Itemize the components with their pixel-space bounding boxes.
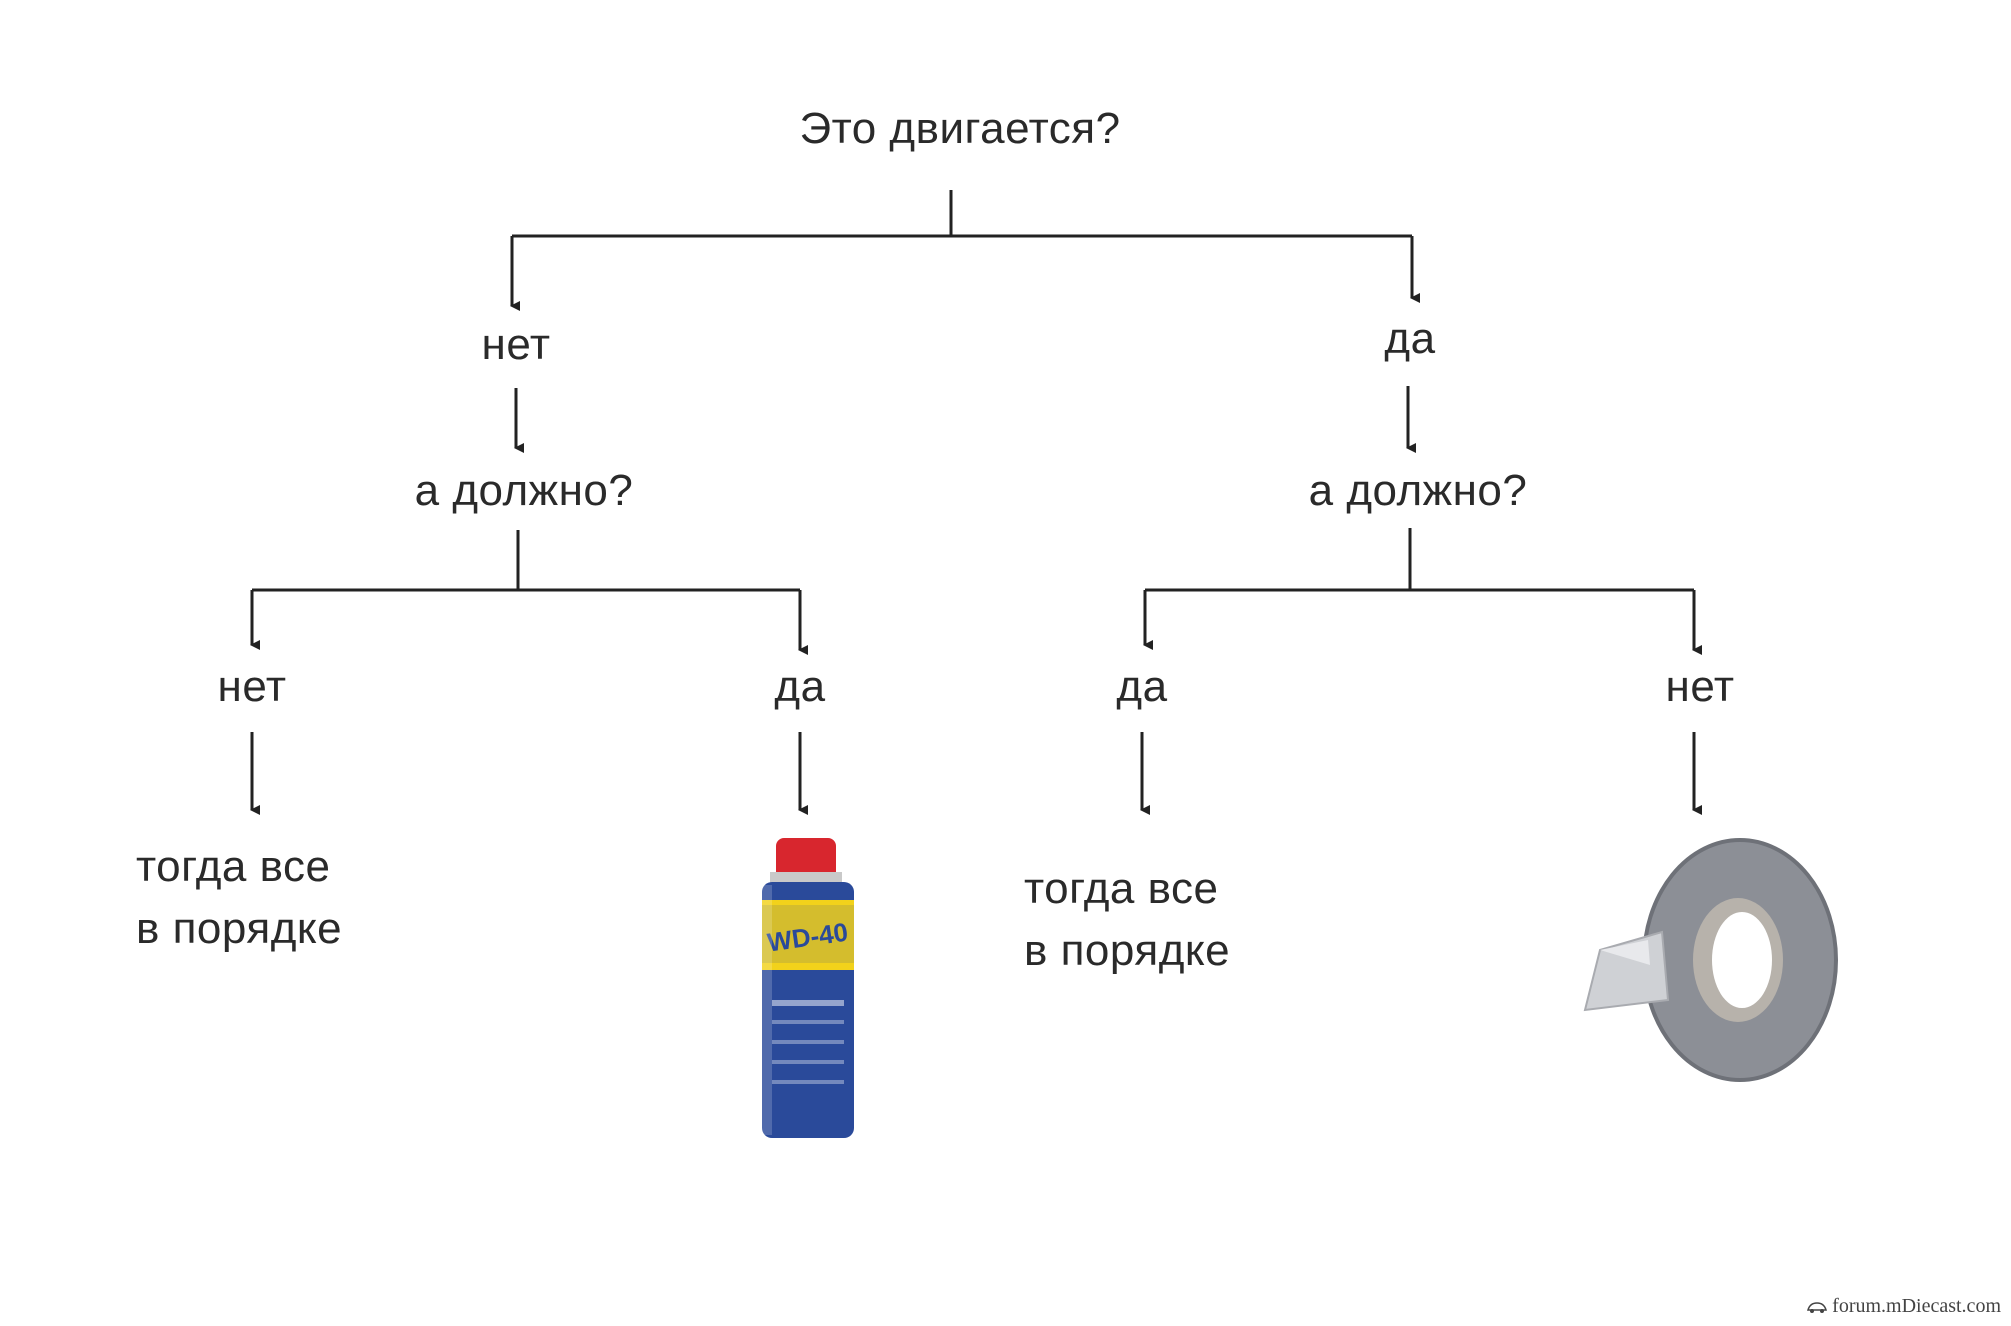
right-right-answer-no: нет <box>1665 662 1735 711</box>
result-all-ok-left: тогда все в порядке <box>136 836 342 960</box>
result-line-1: тогда все <box>136 842 331 891</box>
right-question: а должно? <box>1308 466 1528 515</box>
right-answer-yes: да <box>1384 314 1436 363</box>
root-question: Это двигается? <box>799 104 1121 153</box>
result-line-2: в порядке <box>136 904 343 953</box>
left-answer-no: нет <box>481 320 551 369</box>
watermark: forum.mDiecast.com <box>1806 1295 2001 1318</box>
right-left-answer-yes: да <box>1116 662 1168 711</box>
duct-tape-image <box>1583 838 1838 1082</box>
result-line-1: тогда все <box>1024 864 1219 913</box>
left-question: а должно? <box>414 466 634 515</box>
left-right-answer-yes: да <box>774 662 826 711</box>
left-left-answer-no: нет <box>217 662 287 711</box>
car-logo-icon <box>1807 1301 1828 1313</box>
result-line-2: в порядке <box>1024 926 1231 975</box>
watermark-text: forum.mDiecast.com <box>1832 1295 2001 1317</box>
result-all-ok-right: тогда все в порядке <box>1024 858 1230 982</box>
wd40-can-image: WD-40 <box>762 838 854 1138</box>
